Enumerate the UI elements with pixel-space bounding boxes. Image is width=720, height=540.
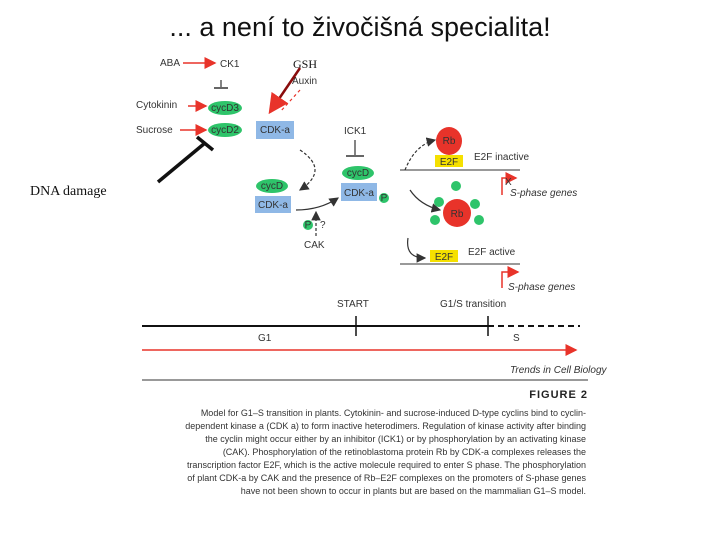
e2f-free-label: E2F: [435, 252, 453, 263]
dna-damage-inhibitor: [156, 141, 207, 184]
auxin-arrow: [279, 89, 301, 113]
gsh-label: GSH: [293, 57, 317, 71]
e2f-box-free: [430, 250, 458, 262]
ck1-label: CK1: [220, 59, 240, 70]
start-label: START: [337, 299, 369, 310]
sphase-top-promoter: [501, 172, 518, 195]
cycd2-label: cycD2: [211, 125, 239, 136]
dna-damage-inhibitor-cap: [195, 135, 215, 152]
figure-label: FIGURE 2: [529, 389, 588, 401]
cycd-lower-ellipse: [256, 179, 288, 193]
rb-phos-label: Rb: [451, 209, 464, 220]
cdka-box: [256, 121, 294, 139]
cycd-mid-ellipse: [342, 166, 374, 180]
slide-title: ... a není to živočišná specialita!: [169, 12, 551, 42]
phospho-rb-4: [470, 199, 480, 209]
cycd-mid-label: cycD: [347, 168, 369, 179]
s-label: S: [513, 333, 520, 344]
auxin-label: Auxin: [292, 76, 317, 87]
to-rb-arrow: [404, 137, 437, 171]
cycd-lower-label: cycD: [261, 181, 283, 192]
e2f-top-label: E2F: [440, 157, 458, 168]
sphase-bottom-label: S-phase genes: [508, 282, 575, 293]
journal-label: Trends in Cell Biology: [510, 365, 608, 376]
question-label: ?: [320, 220, 326, 231]
sphase-block-mark: X: [505, 177, 512, 188]
rb-phos-ellipse: [443, 199, 471, 227]
phospho-mid-label: P: [381, 193, 388, 204]
phospho-rb-3: [430, 215, 440, 225]
cdka-mid-label: CDK-a: [344, 188, 374, 199]
sucrose-label: Sucrose: [136, 125, 173, 136]
caption-line-5: transcription factor E2F, which is the a…: [187, 460, 586, 470]
sphase-top-label: S-phase genes: [510, 188, 577, 199]
dna-damage-label: DNA damage: [30, 184, 107, 199]
g1-label: G1: [258, 333, 272, 344]
cdka-lower-box: [255, 196, 291, 213]
cycd3-label: cycD3: [211, 103, 239, 114]
caption-line-3: the cyclin might occur either by an inhi…: [205, 434, 586, 444]
e2f-box-top: [435, 155, 463, 167]
cdka-mid-box: [341, 183, 377, 201]
phospho-rb-5: [474, 215, 484, 225]
sphase-bottom-promoter: [501, 266, 520, 288]
cdka-lower-label: CDK-a: [258, 200, 288, 211]
cak-label: CAK: [304, 240, 325, 251]
cdka-label: CDK-a: [260, 125, 290, 136]
caption-line-7: have not been shown to occur in plants b…: [241, 486, 586, 496]
ick1-label: ICK1: [344, 126, 367, 137]
caption-line-1: Model for G1–S transition in plants. Cyt…: [201, 408, 586, 418]
e2f-inactive-label: E2F inactive: [474, 152, 529, 163]
phospho-cak-circle: [303, 220, 313, 230]
complex-activation-arrow: [295, 197, 339, 211]
rb-phospho-arrow: [409, 189, 442, 213]
gsh-arrow: [268, 67, 302, 115]
phospho-mid-circle: [379, 193, 389, 203]
caption-line-4: (CAK). Phosphorylation of the retinoblas…: [223, 447, 586, 457]
phospho-rb-2: [434, 197, 444, 207]
caption-line-2: dependent kinase a (CDK a) to form inact…: [185, 421, 586, 431]
rb-label: Rb: [443, 136, 456, 147]
phospho-cak-label: P: [305, 220, 312, 231]
cytokinin-label: Cytokinin: [136, 100, 177, 111]
g1s-transition-label: G1/S transition: [440, 299, 506, 310]
e2f-release-arrow: [407, 237, 427, 263]
caption-line-6: of plant CDK-a by CAK and the presence o…: [187, 473, 586, 483]
phospho-rb-1: [451, 181, 461, 191]
rb-ellipse: [436, 127, 462, 155]
e2f-active-label: E2F active: [468, 247, 516, 258]
cycd3-ellipse: [208, 101, 242, 115]
cdka-to-complex-arrow: [299, 149, 316, 191]
cycd2-ellipse: [208, 123, 242, 137]
aba-label: ABA: [160, 58, 180, 69]
